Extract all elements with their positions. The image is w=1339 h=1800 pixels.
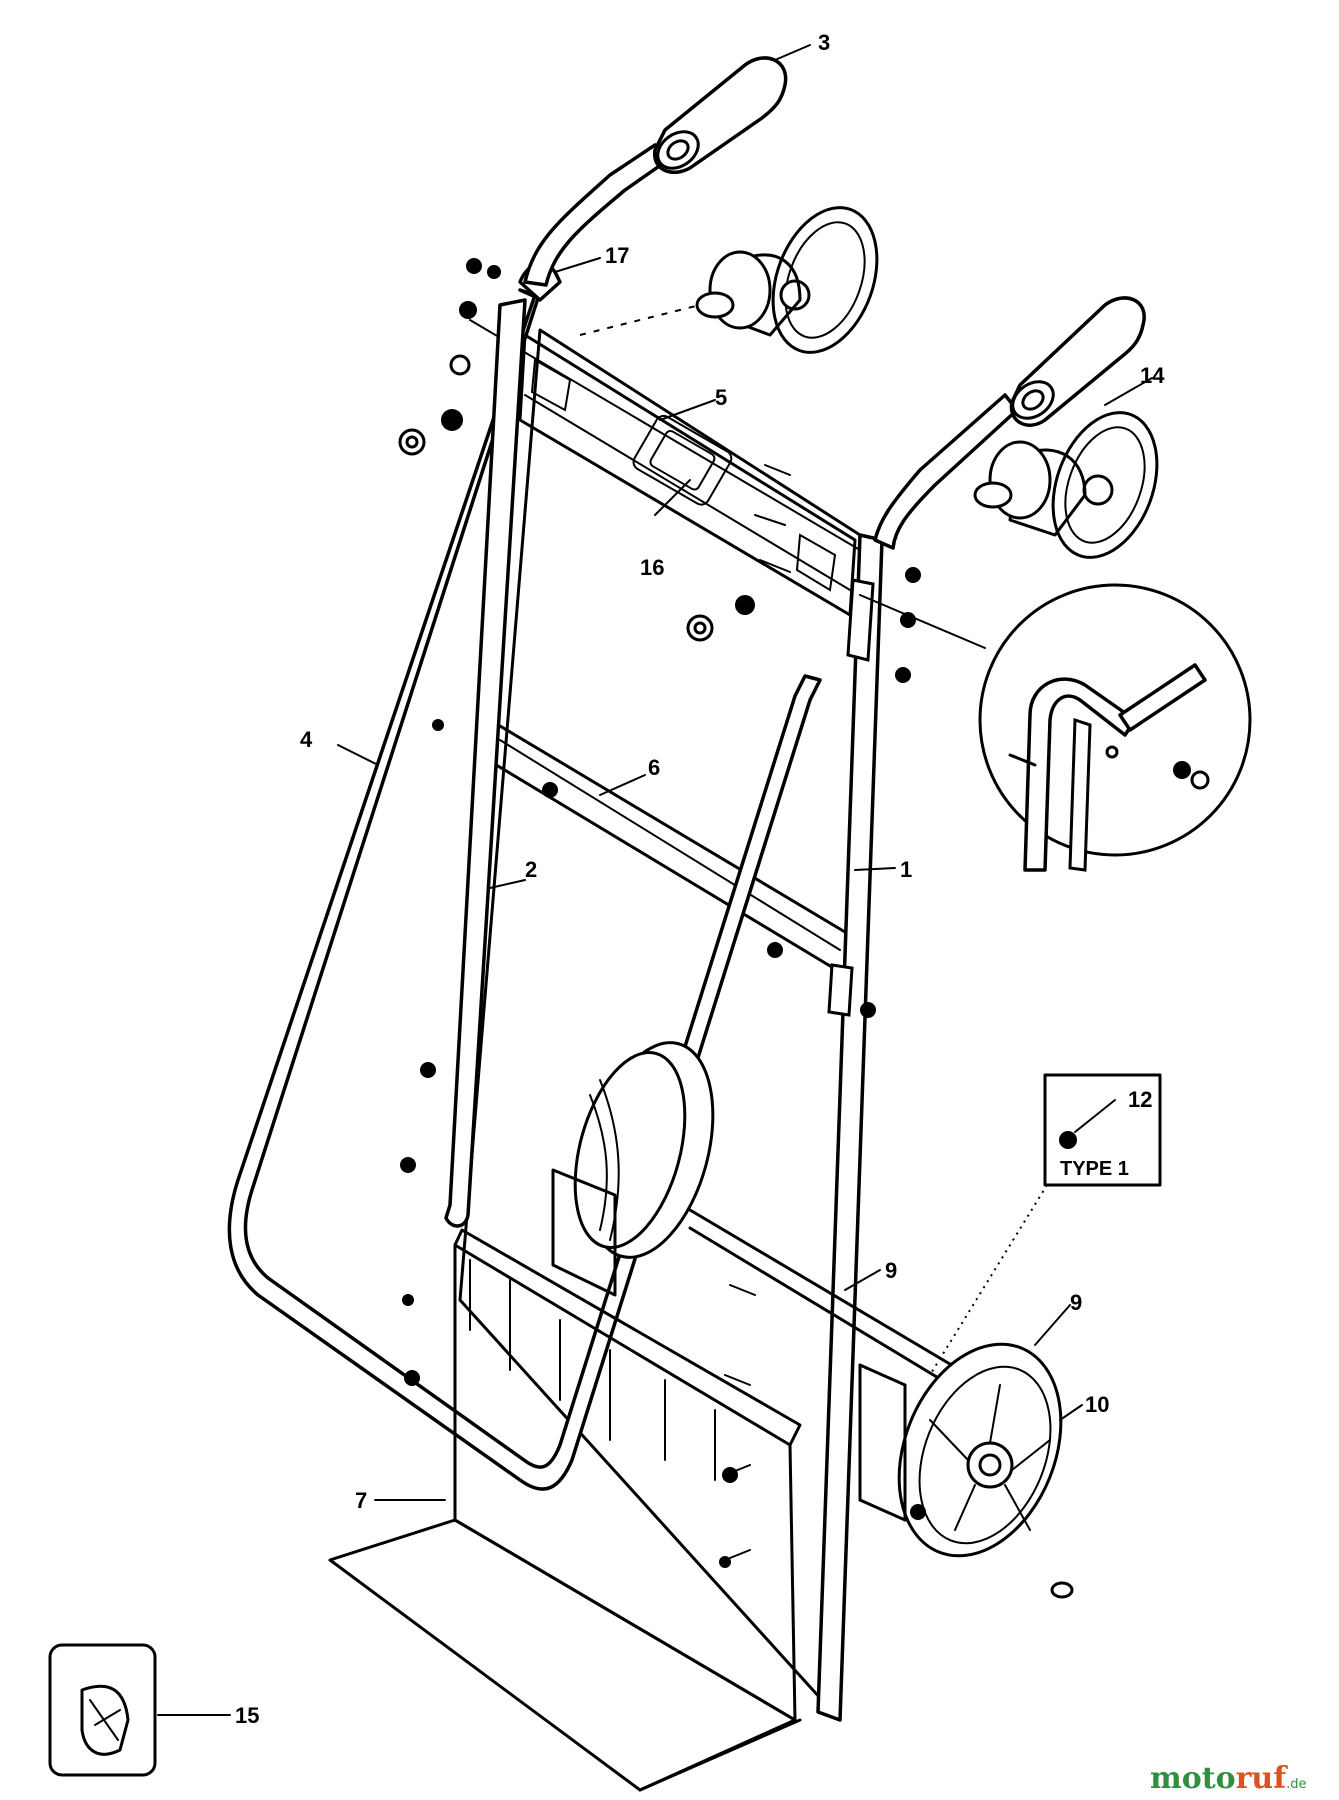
axle — [688, 1208, 962, 1387]
caster-wheel-right — [973, 411, 1159, 559]
handle-grip-right — [1009, 296, 1146, 427]
callout-1: 1 — [900, 857, 912, 882]
callout-labels: 3 17 5 16 14 4 6 2 1 12 TYPE 1 9 9 10 7 … — [235, 30, 1165, 1728]
back-panel — [458, 319, 862, 1722]
callout-5: 5 — [715, 385, 727, 410]
detail-magnifier — [859, 583, 1252, 872]
callout-2: 2 — [525, 857, 537, 882]
caster-wheel-upper — [579, 206, 879, 354]
callout-14: 14 — [1140, 363, 1165, 388]
toe-plate — [328, 1228, 802, 1792]
type-1-label: TYPE 1 — [1060, 1158, 1129, 1180]
leader-lines — [157, 44, 1153, 1716]
callout-4: 4 — [300, 727, 313, 752]
hardware-bag-box — [48, 1643, 157, 1777]
handle-grip-left — [653, 56, 788, 174]
callout-7: 7 — [355, 1488, 367, 1513]
fasteners — [398, 258, 1074, 1599]
callout-6: 6 — [648, 755, 660, 780]
watermark-suffix: .de — [1286, 1777, 1306, 1792]
callout-9-axle: 9 — [885, 1258, 897, 1283]
callout-10: 10 — [1085, 1392, 1109, 1417]
callout-3: 3 — [818, 30, 830, 55]
callout-9-wheel: 9 — [1070, 1290, 1082, 1315]
svg-text:motoruf.de: motoruf.de — [1150, 1761, 1307, 1796]
callout-16: 16 — [640, 555, 664, 580]
left-inner-tube — [444, 298, 527, 1228]
middle-cross-bracket — [486, 718, 852, 977]
callout-17: 17 — [605, 243, 629, 268]
type-1-inset-box — [929, 1073, 1162, 1376]
callout-15: 15 — [235, 1703, 259, 1728]
watermark-part2: ruf — [1236, 1761, 1289, 1796]
watermark-part1: moto — [1150, 1761, 1236, 1796]
right-inner-tube — [816, 533, 884, 1722]
wheel-outer — [858, 1342, 1063, 1558]
callout-12: 12 — [1128, 1087, 1152, 1112]
watermark-logo: motoruf.de — [1150, 1761, 1307, 1796]
upper-cross-bracket — [518, 333, 857, 617]
wheel-inner — [551, 1041, 715, 1297]
